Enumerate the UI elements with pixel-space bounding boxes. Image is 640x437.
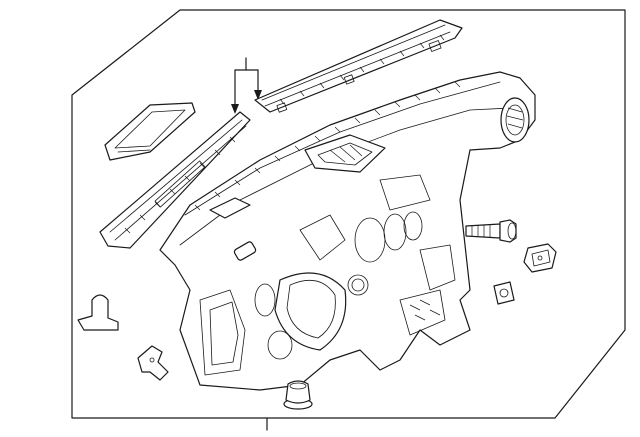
diagram-frame <box>71 9 626 419</box>
side-trim-panel <box>99 111 251 249</box>
bracket-clip <box>137 345 169 381</box>
grommet-nut <box>493 281 515 305</box>
vent-bezel <box>104 102 196 161</box>
clip <box>523 243 557 273</box>
bolt <box>465 219 517 243</box>
instrument-panel <box>159 71 536 391</box>
arrow-indicators <box>231 57 262 114</box>
bracket <box>77 294 119 331</box>
defroster-grille <box>254 19 463 113</box>
plug <box>283 380 313 410</box>
